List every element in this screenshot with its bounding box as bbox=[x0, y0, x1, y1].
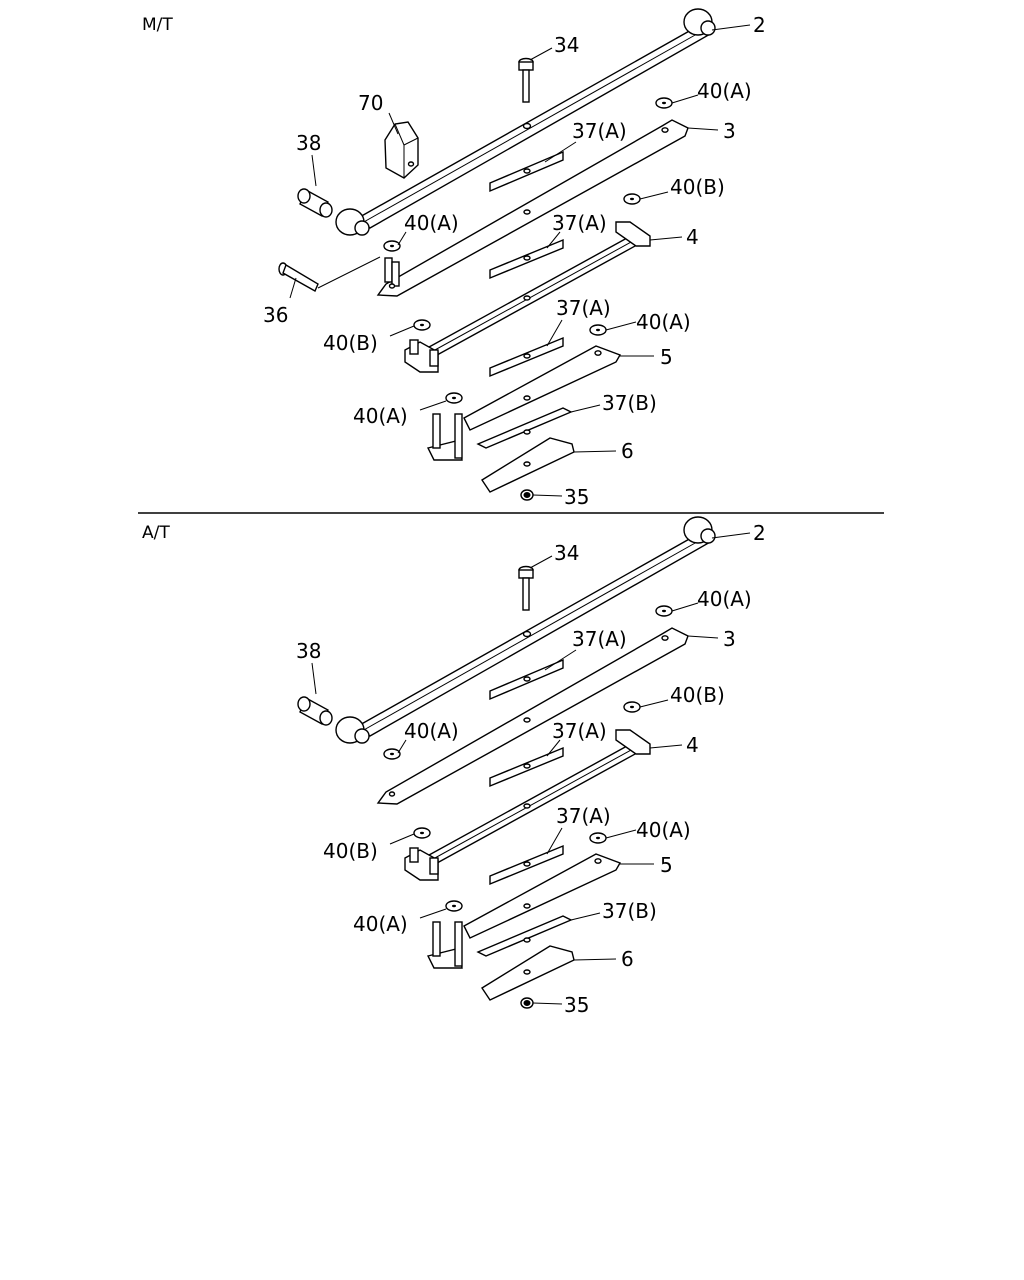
callout-37a: 37(A) bbox=[556, 804, 611, 828]
callout-40a: 40(A) bbox=[636, 818, 691, 842]
callout-40a: 40(A) bbox=[636, 310, 691, 334]
section-at: A/T bbox=[142, 516, 766, 1017]
leaf-3 bbox=[376, 627, 689, 805]
callout-37a: 37(A) bbox=[572, 119, 627, 143]
callout-2: 2 bbox=[753, 521, 766, 545]
callout-3: 3 bbox=[723, 119, 736, 143]
callout-40a: 40(A) bbox=[404, 719, 459, 743]
callout-40b: 40(B) bbox=[670, 175, 725, 199]
center-bolt-34 bbox=[518, 565, 534, 611]
callout-40b: 40(B) bbox=[323, 331, 378, 355]
bushing-38 bbox=[297, 696, 333, 726]
leaf-4 bbox=[404, 221, 651, 373]
callout-34: 34 bbox=[554, 541, 579, 565]
leader-lines bbox=[311, 532, 751, 1005]
callout-38: 38 bbox=[296, 639, 321, 663]
callout-37a: 37(A) bbox=[572, 627, 627, 651]
leaf-4 bbox=[404, 729, 651, 881]
callout-5: 5 bbox=[660, 853, 673, 877]
leader-lines bbox=[289, 24, 751, 497]
callout-37a: 37(A) bbox=[556, 296, 611, 320]
callout-4: 4 bbox=[686, 733, 699, 757]
callout-6: 6 bbox=[621, 439, 634, 463]
callout-37b: 37(B) bbox=[602, 899, 657, 923]
callout-40a: 40(A) bbox=[697, 587, 752, 611]
callout-2: 2 bbox=[753, 13, 766, 37]
callout-3: 3 bbox=[723, 627, 736, 651]
callout-40a: 40(A) bbox=[353, 404, 408, 428]
leaf-3 bbox=[376, 119, 689, 297]
leaf-5 bbox=[426, 853, 622, 969]
callout-34: 34 bbox=[554, 33, 579, 57]
callout-36: 36 bbox=[263, 303, 288, 327]
section-title: A/T bbox=[142, 523, 170, 543]
callout-35: 35 bbox=[564, 485, 589, 509]
bumper-70 bbox=[384, 121, 419, 179]
center-bolt-34 bbox=[518, 57, 534, 103]
callout-40b: 40(B) bbox=[670, 683, 725, 707]
callout-6: 6 bbox=[621, 947, 634, 971]
section-title: M/T bbox=[142, 15, 173, 35]
leaf-2 bbox=[335, 8, 716, 236]
callout-4: 4 bbox=[686, 225, 699, 249]
callout-5: 5 bbox=[660, 345, 673, 369]
callout-37a: 37(A) bbox=[552, 719, 607, 743]
leaf-2 bbox=[335, 516, 716, 744]
callout-70: 70 bbox=[358, 91, 383, 115]
callout-38: 38 bbox=[296, 131, 321, 155]
bolt-36 bbox=[278, 256, 381, 292]
callout-40a: 40(A) bbox=[353, 912, 408, 936]
nut-35 bbox=[520, 997, 534, 1009]
callout-37b: 37(B) bbox=[602, 391, 657, 415]
leaf-6 bbox=[481, 945, 575, 1001]
leaf-5 bbox=[426, 345, 622, 461]
callout-40a: 40(A) bbox=[404, 211, 459, 235]
section-mt: M/T bbox=[142, 8, 766, 509]
bushing-38 bbox=[297, 188, 333, 218]
nut-35 bbox=[520, 489, 534, 501]
leaf-6 bbox=[481, 437, 575, 493]
callout-35: 35 bbox=[564, 993, 589, 1017]
callout-40b: 40(B) bbox=[323, 839, 378, 863]
callout-37a: 37(A) bbox=[552, 211, 607, 235]
callout-40a: 40(A) bbox=[697, 79, 752, 103]
